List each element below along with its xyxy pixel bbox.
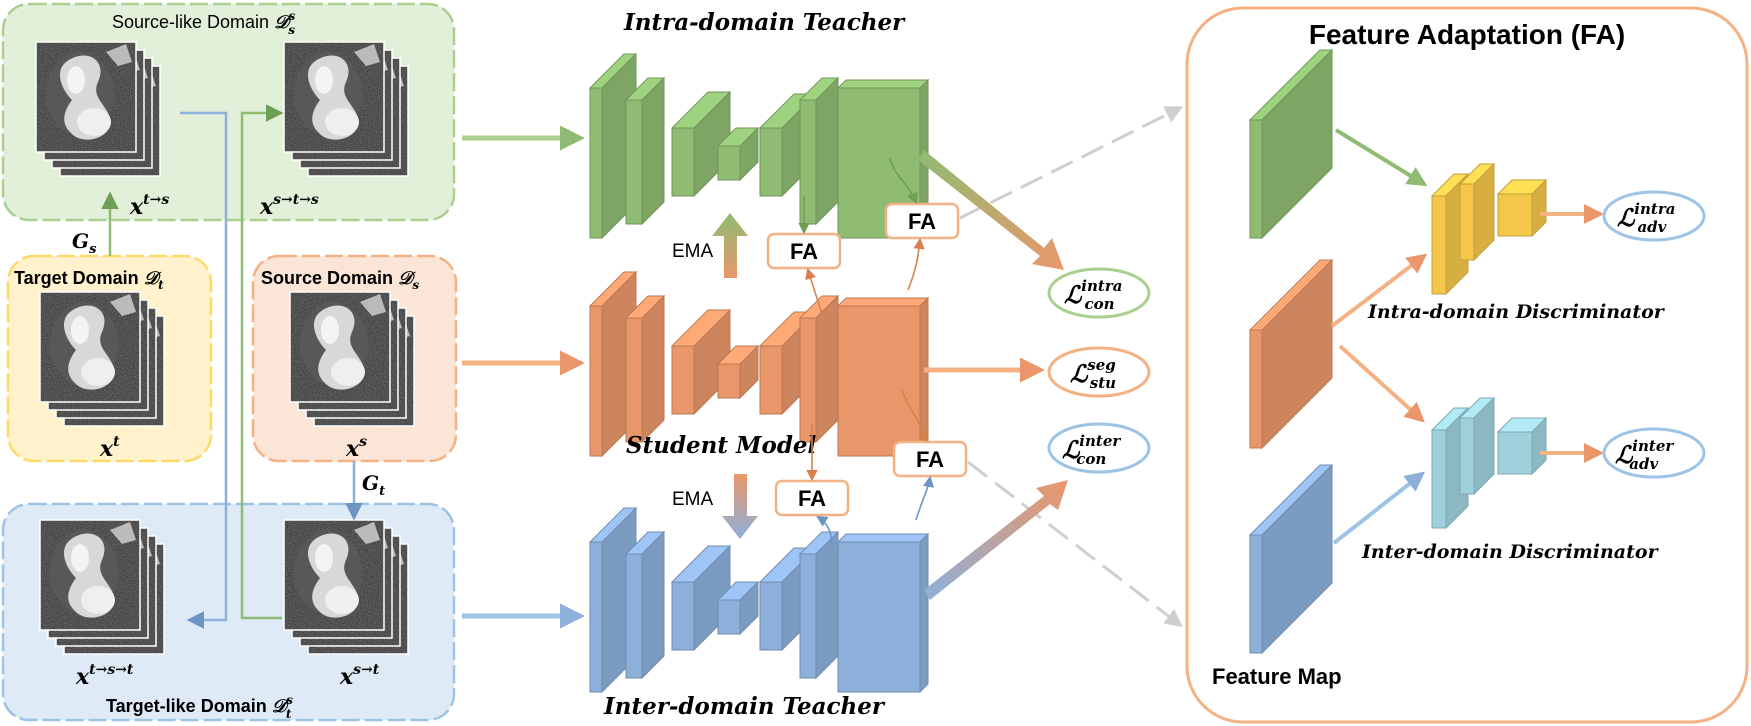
x-s-to-t-to-s-stack bbox=[283, 41, 409, 177]
ema-arrow-down bbox=[722, 474, 758, 539]
image-stacks bbox=[35, 41, 415, 655]
fa-box-1[interactable]: FA bbox=[766, 232, 842, 270]
intra-discriminator-label: Intra-domain Discriminator bbox=[1367, 301, 1666, 323]
intra-teacher-layer-7 bbox=[836, 78, 930, 240]
fa-panel-shapes bbox=[1248, 48, 1548, 655]
intra-disc-layer-2 bbox=[1458, 162, 1496, 262]
intra-teacher-title: Intra-domain Teacher bbox=[623, 9, 906, 36]
x-t-label: xt bbox=[99, 434, 120, 462]
x-t-to-s-stack-slice-1 bbox=[36, 42, 136, 152]
fa-box-4[interactable]: FA bbox=[892, 440, 968, 478]
inter-teacher-layer-7 bbox=[836, 532, 930, 694]
inter-teacher-layer-2 bbox=[624, 530, 666, 680]
fa-green-to-intra-disc bbox=[1334, 128, 1428, 187]
student-layer-3 bbox=[670, 308, 732, 416]
inter-teacher-layer-6 bbox=[798, 530, 840, 680]
x-s-to-t-label: xs→t bbox=[339, 662, 380, 690]
source-domain-label: Source Domain 𝒟s bbox=[261, 268, 419, 292]
fa3-in-teacher bbox=[816, 515, 833, 547]
fa4-in-student bbox=[901, 389, 929, 443]
student-layer-7 bbox=[836, 296, 930, 458]
svg-text:FA: FA bbox=[798, 486, 826, 511]
fa-box-2[interactable]: FA bbox=[884, 202, 960, 240]
intra-consistency-arrow bbox=[918, 150, 1064, 270]
inter-discriminator-label: Inter-domain Discriminator bbox=[1361, 541, 1660, 563]
x-t-stack bbox=[39, 291, 165, 427]
fa-box-3[interactable]: FA bbox=[774, 479, 850, 517]
intra-teacher-layer-3 bbox=[670, 90, 732, 198]
inter-consistency-arrow bbox=[924, 480, 1068, 600]
intra-teacher-layer-6 bbox=[798, 76, 840, 226]
fa2-in-student bbox=[907, 237, 925, 291]
cycle-connector-blue bbox=[180, 111, 228, 629]
student-layer-4 bbox=[716, 344, 760, 400]
x-t-to-s-to-t-stack-slice-1 bbox=[40, 520, 140, 630]
intra-disc-layer-3 bbox=[1496, 178, 1548, 238]
fa-detail-arrow-bottom bbox=[967, 460, 1183, 628]
x-t-stack-slice-1 bbox=[40, 292, 140, 402]
student-layer-2 bbox=[624, 294, 666, 444]
x-s-to-t-stack bbox=[283, 519, 409, 655]
networks bbox=[588, 52, 930, 694]
inter-teacher-title: Inter-domain Teacher bbox=[603, 693, 886, 720]
x-s-to-t-to-s-label: xs→t→s bbox=[259, 192, 319, 220]
ema-label-top: EMA bbox=[672, 241, 714, 262]
svg-text:FA: FA bbox=[916, 447, 944, 472]
inter-teacher-layer-3 bbox=[670, 544, 732, 652]
fa-blue-to-inter-disc bbox=[1332, 471, 1426, 545]
inter-disc-layer-3 bbox=[1496, 416, 1548, 476]
x-s-stack bbox=[289, 291, 415, 427]
student-layer-6 bbox=[798, 294, 840, 444]
feature-map-label: Feature Map bbox=[1212, 664, 1342, 689]
inter-disc-layer-2 bbox=[1458, 396, 1496, 496]
fa4-in-teacher bbox=[915, 475, 935, 521]
g-s-label: Gs bbox=[72, 229, 97, 257]
cycle-connector-green bbox=[240, 104, 284, 620]
x-t-to-s-to-t-label: xt→s→t bbox=[75, 662, 134, 690]
x-t-to-s-stack bbox=[35, 41, 161, 177]
fa-orange-to-inter-disc bbox=[1338, 344, 1425, 423]
student-model-title: Student Model bbox=[626, 432, 817, 459]
svg-text:FA: FA bbox=[908, 209, 936, 234]
intra-teacher-layer-2 bbox=[624, 76, 666, 226]
feature-map-blue bbox=[1248, 463, 1334, 655]
inter-teacher-layer-4 bbox=[716, 580, 760, 636]
x-t-to-s-label: xt→s bbox=[129, 192, 169, 220]
ema-arrow-up bbox=[712, 213, 748, 278]
x-s-to-t-stack-slice-1 bbox=[284, 520, 384, 630]
x-t-to-s-to-t-stack bbox=[39, 519, 165, 655]
svg-text:FA: FA bbox=[790, 239, 818, 264]
fa-orange-to-intra-disc bbox=[1330, 253, 1428, 328]
x-s-label: xs bbox=[345, 434, 367, 462]
x-s-to-t-to-s-stack-slice-1 bbox=[284, 42, 384, 152]
target-domain-label: Target Domain 𝒟t bbox=[14, 268, 164, 292]
fa1-in-student bbox=[805, 267, 831, 341]
feature-map-green bbox=[1248, 48, 1334, 240]
intra-teacher-layer-4 bbox=[716, 126, 760, 182]
feature-map-orange bbox=[1248, 258, 1334, 450]
fa-detail-arrow-top bbox=[959, 106, 1184, 220]
ema-label-bottom: EMA bbox=[672, 489, 714, 510]
g-t-label: Gt bbox=[362, 471, 385, 499]
x-s-stack-slice-1 bbox=[290, 292, 390, 402]
fa-panel-title: Feature Adaptation (FA) bbox=[1309, 19, 1625, 50]
fa2-in-teacher bbox=[889, 157, 918, 205]
